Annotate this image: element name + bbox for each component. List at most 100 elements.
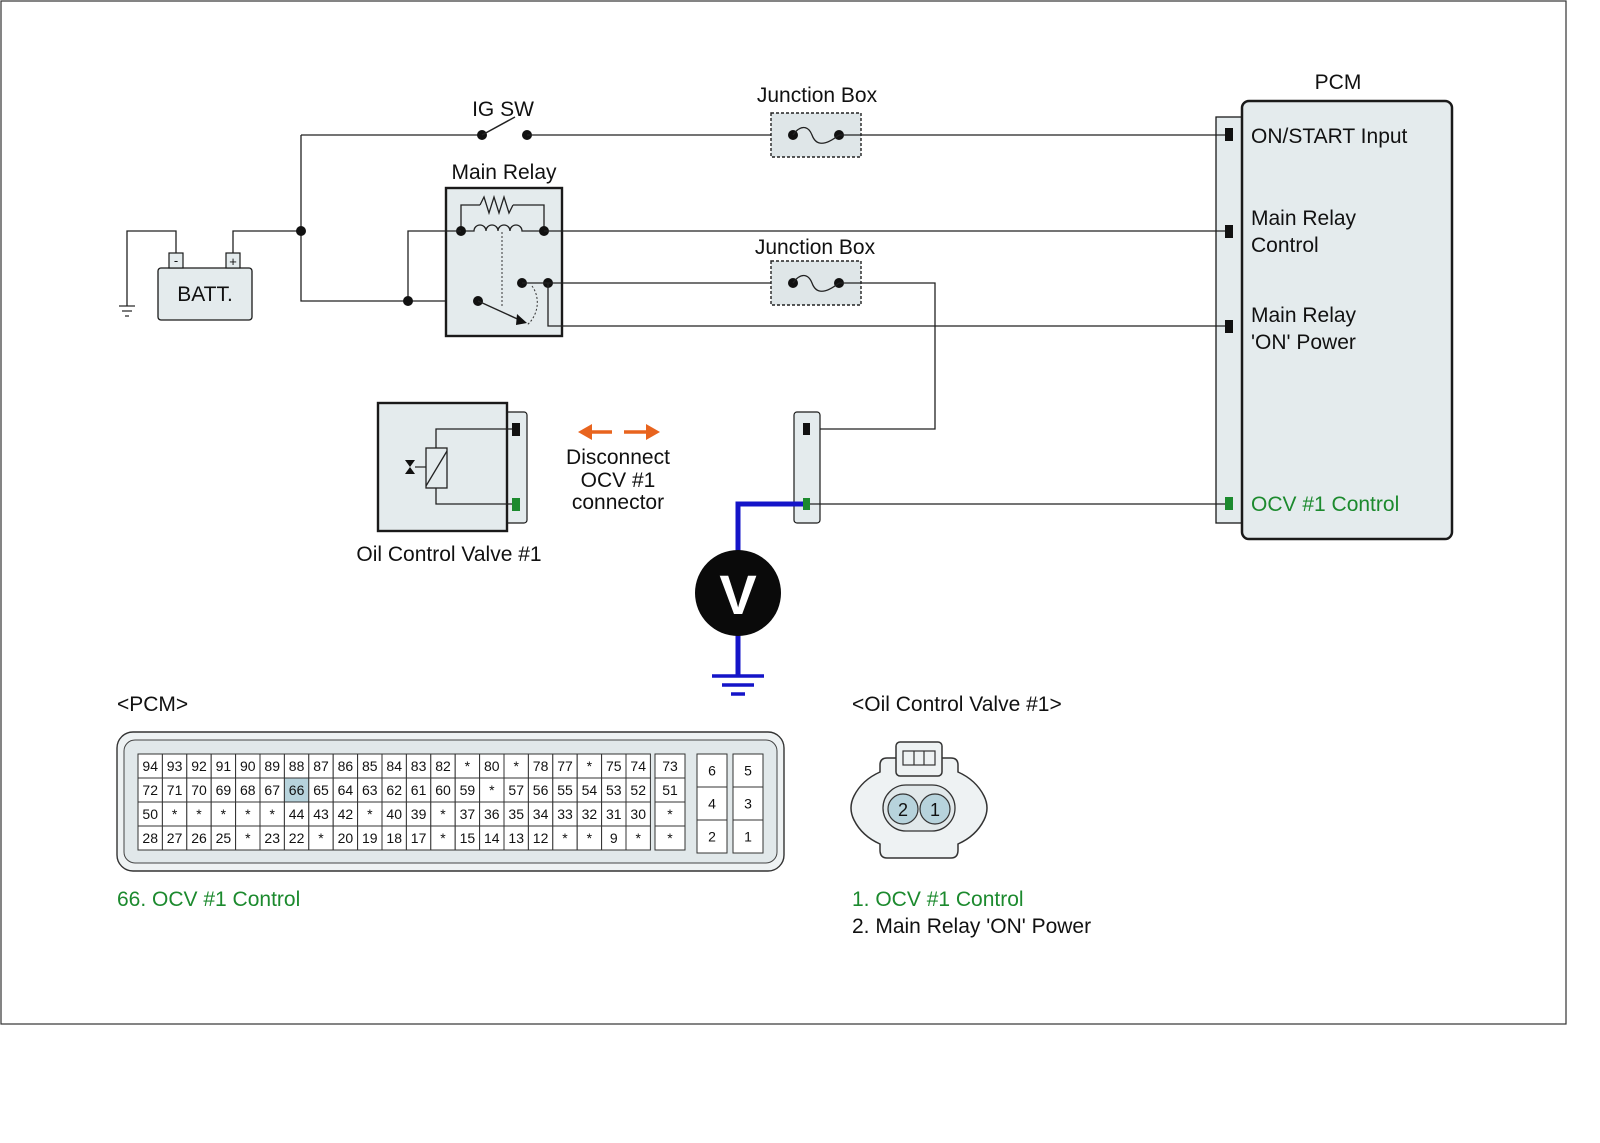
pcm-module <box>1240 99 1454 541</box>
pcm-pin-cell-label: 69 <box>216 782 232 798</box>
voltmeter-label: V <box>719 563 756 626</box>
pcm-pin-cell <box>625 825 651 851</box>
pcm-pin-cell-label: * <box>245 806 251 822</box>
pcm-on-start-label: ON/START Input <box>1251 125 1408 148</box>
pcm-pin-cell-label: 63 <box>362 782 378 798</box>
pcm-pin-cell-label: 33 <box>557 806 573 822</box>
pcm-pin-cell <box>601 801 627 827</box>
pcm-block-pin-cell-label: 2 <box>708 829 716 845</box>
disconnect-arrow-icon <box>578 424 660 440</box>
pcm-connector-legend: 66. OCV #1 Control <box>117 888 300 911</box>
pcm-pin-cell-label: 30 <box>630 806 646 822</box>
pcm-pin-cell-label: 71 <box>167 782 183 798</box>
pcm-pin-cell <box>381 825 407 851</box>
pcm-pin-cell-label: 90 <box>240 758 256 774</box>
pcm-pin-cell-label: 89 <box>264 758 280 774</box>
ocv-harness-pin-power <box>803 423 810 435</box>
pcm-pin-cell-label: * <box>667 806 673 822</box>
voltmeter-icon <box>695 550 781 636</box>
pcm-pin-cell-label: 28 <box>142 830 158 846</box>
pcm-pin-cell <box>479 801 505 827</box>
pcm-pin-cell-label: 26 <box>191 830 207 846</box>
pcm-pin-cell-label: 60 <box>435 782 451 798</box>
pcm-pin-cell <box>552 825 578 851</box>
pcm-pin-cell-label: 52 <box>630 782 646 798</box>
pcm-pin-on-start <box>1225 128 1233 141</box>
ocv-internal-wire-bottom <box>435 488 512 505</box>
main-relay-switch-blade <box>477 300 525 323</box>
pcm-pin-cell-label: 61 <box>411 782 427 798</box>
pcm-pin-cell-label: 72 <box>142 782 158 798</box>
pcm-pin-cell-label: * <box>465 758 471 774</box>
pcm-pin-cell <box>405 753 432 779</box>
pcm-pin-cell-label: 56 <box>533 782 549 798</box>
ocv-internal-wire-top <box>435 428 512 448</box>
pcm-pin-cell-label: 88 <box>289 758 305 774</box>
pcm-block-pin-cell <box>696 819 728 854</box>
pcm-ocv-control-label: OCV #1 Control <box>1251 493 1399 516</box>
pcm-pin-cell <box>503 825 529 851</box>
pcm-pin-cell-label: 62 <box>386 782 402 798</box>
pcm-pin-main-relay-on-power <box>1225 320 1233 333</box>
pcm-pin-cell-label: * <box>196 806 202 822</box>
pcm-main-relay-control-label-2: Control <box>1251 234 1319 257</box>
pcm-pin-cell-label: 85 <box>362 758 378 774</box>
pcm-pin-cell-label: 9 <box>610 830 618 846</box>
pcm-main-relay-control-label-1: Main Relay <box>1251 207 1357 230</box>
pcm-pin-cell-label: 91 <box>216 758 232 774</box>
pcm-block-pin-cell-label: 5 <box>744 763 752 779</box>
pcm-pin-cell <box>454 777 481 803</box>
pcm-pin-cell <box>601 777 627 803</box>
battery-ground-icon <box>119 305 135 317</box>
pcm-pin-ocv-control <box>1225 497 1233 510</box>
pcm-pin-cell-label: * <box>269 806 275 822</box>
oil-control-valve <box>376 401 509 533</box>
ocv-valve-icon-bottom <box>405 467 415 474</box>
pcm-pin-cell-label: 66 <box>289 782 305 798</box>
pcm-pin-cell-label: 34 <box>533 806 549 822</box>
ocv-solenoid-icon <box>425 447 448 489</box>
ocv-component-pin-2 <box>512 423 520 436</box>
battery-junction-node <box>296 226 306 236</box>
battery-ground-wire <box>126 230 177 306</box>
pcm-pin-cell <box>259 753 285 779</box>
pcm-connector-heading: <PCM> <box>117 693 188 716</box>
main-relay-coil-lead-left <box>460 204 480 231</box>
pcm-pin-cell-label: 53 <box>606 782 622 798</box>
pcm-pin-cell-label: 73 <box>662 758 678 774</box>
ocv-connector-pin-2 <box>887 793 919 825</box>
pcm-pin-cell-label: 37 <box>460 806 476 822</box>
pcm-pin-cell-label: 82 <box>435 758 451 774</box>
pcm-pin-cell-label: 70 <box>191 782 207 798</box>
ocv-connector-legend-1: 1. OCV #1 Control <box>852 888 1024 911</box>
pcm-pin-cell-label: 40 <box>386 806 402 822</box>
pcm-pin-cell-label: 78 <box>533 758 549 774</box>
pcm-pin-cell-label: * <box>172 806 178 822</box>
pcm-pin-cell <box>357 801 383 827</box>
pcm-pin-cell-label: 17 <box>411 830 427 846</box>
pcm-pin-cell <box>235 777 261 803</box>
battery <box>157 267 253 321</box>
pcm-pin-cell-label: * <box>440 830 446 846</box>
pcm-pin-cell-label: 51 <box>662 782 678 798</box>
pcm-pin-cell <box>576 801 603 827</box>
pcm-pin-cell <box>454 825 481 851</box>
pcm-pin-cell-label: 87 <box>313 758 329 774</box>
pcm-pin-cell-label: 36 <box>484 806 500 822</box>
pcm-pin-cell-label: * <box>221 806 227 822</box>
pcm-pin-cell <box>625 777 651 803</box>
ocv-connector-legend-2: 2. Main Relay 'ON' Power <box>852 915 1091 938</box>
pcm-main-relay-on-power-label-1: Main Relay <box>1251 304 1357 327</box>
pcm-pin-cell <box>503 801 529 827</box>
battery-positive-wire <box>232 230 301 253</box>
pcm-pin-cell <box>259 825 285 851</box>
junction-box-2-label: Junction Box <box>755 236 876 259</box>
pcm-pin-cell-label: 65 <box>313 782 329 798</box>
pcm-pin-cell <box>430 825 456 851</box>
pcm-pin-cell-label: * <box>635 830 641 846</box>
pcm-pin-cell <box>308 825 334 851</box>
pcm-pin-cell-label: 23 <box>264 830 280 846</box>
pcm-pin-cell <box>381 777 407 803</box>
pcm-pin-cell-label: 77 <box>557 758 573 774</box>
